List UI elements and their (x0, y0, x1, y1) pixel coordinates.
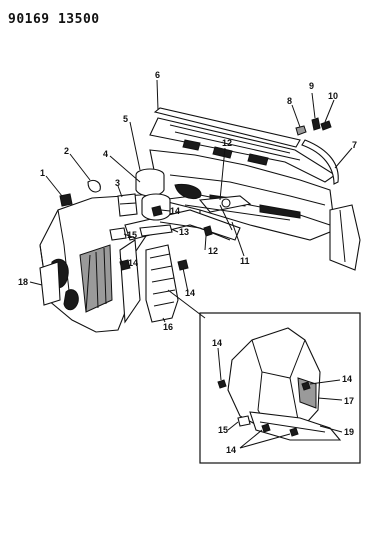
callout-4: 4 (103, 149, 108, 159)
callout-labels: 6 8 9 10 5 7 2 4 12 1 3 14 13 15 12 11 1… (18, 70, 357, 455)
leader-lines (29, 79, 353, 323)
cowl-grille-seal (301, 139, 339, 185)
fasteners-top (295, 117, 332, 136)
washer-reservoir (135, 168, 171, 221)
callout-13: 13 (179, 227, 189, 237)
callout-14b: 14 (128, 258, 138, 268)
callout-11: 11 (240, 256, 250, 266)
callout-12a: 12 (222, 138, 232, 148)
splash-shield (145, 244, 179, 323)
callout-3: 3 (115, 178, 120, 188)
clip-15 (109, 227, 127, 241)
callout-8: 8 (287, 96, 292, 106)
screw-12 (203, 225, 213, 237)
callout-7: 7 (352, 140, 357, 150)
bracket-13 (139, 224, 173, 237)
callout-2: 2 (64, 146, 69, 156)
detail-callout-17: 17 (344, 396, 354, 406)
detail-callout-14b: 14 (342, 374, 352, 384)
callout-14c: 14 (185, 288, 195, 298)
diagram-code: 90169 13500 (8, 12, 100, 27)
screw-14-main-b (177, 259, 189, 271)
callout-10: 10 (328, 91, 338, 101)
small-parts-left (59, 179, 138, 217)
screw-14-main-a (151, 205, 163, 217)
wiper-linkage (184, 195, 291, 231)
detail-inset (167, 289, 361, 464)
callout-6: 6 (155, 70, 160, 80)
callout-12b: 12 (208, 246, 218, 256)
fender-rail-18 (39, 261, 61, 306)
callout-1: 1 (40, 168, 45, 178)
detail-callout-19: 19 (344, 427, 354, 437)
callout-16: 16 (163, 322, 173, 332)
detail-callout-14c: 14 (226, 445, 236, 455)
detail-callout-14a: 14 (212, 338, 222, 348)
callout-5: 5 (123, 114, 128, 124)
callout-15: 15 (127, 230, 137, 240)
detail-callout-15: 15 (218, 425, 228, 435)
callout-14a: 14 (170, 206, 180, 216)
callout-9: 9 (309, 81, 314, 91)
callout-18: 18 (18, 277, 28, 287)
cowl-top-panel (149, 107, 336, 183)
